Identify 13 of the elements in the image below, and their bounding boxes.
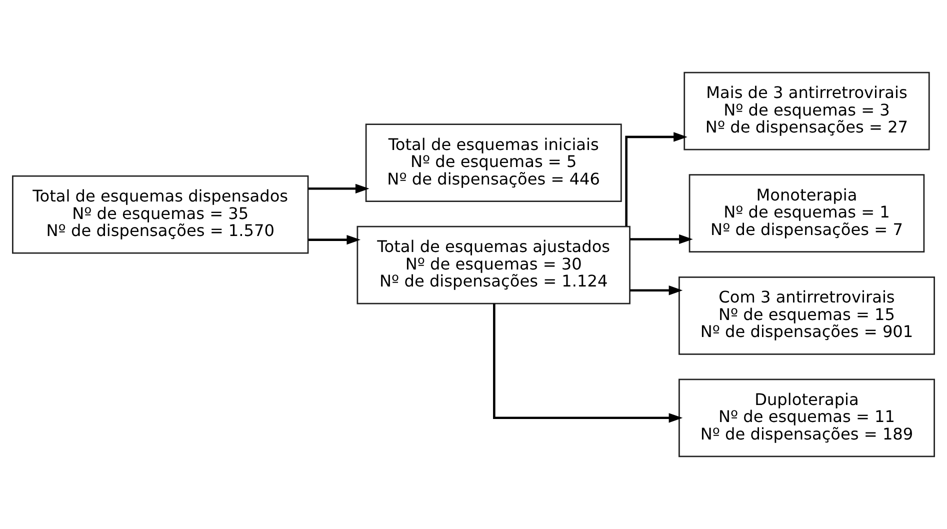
- node-box: Mais de 3 antirretrovirais Nº de esquemas = 3 Nº de dispensações = 27: [684, 72, 930, 150]
- node-box: Com 3 antirretrovirais Nº de esquemas = 15 Nº de dispensações = 901: [678, 276, 935, 355]
- arrow: [630, 234, 693, 244]
- node-box: Monoterapia Nº de esquemas = 1 Nº de dispensações = 7: [688, 174, 925, 253]
- node-box: Total de esquemas dispensados Nº de esquemas = 35 Nº de dispensações = 1.570: [12, 175, 309, 254]
- node-box: Duploterapia Nº de esquemas = 11 Nº de dispensações = 189: [678, 378, 935, 458]
- arrow: [630, 286, 683, 296]
- arrow: [308, 184, 370, 194]
- arrow: [625, 132, 688, 226]
- node-box: Total de esquemas iniciais Nº de esquemas = 5 Nº de dispensações = 446: [365, 124, 622, 202]
- arrow: [308, 234, 361, 245]
- arrow: [493, 304, 683, 423]
- node-box: Total de esquemas ajustados Nº de esquemas = 30 Nº de dispensações = 1.124: [356, 226, 630, 304]
